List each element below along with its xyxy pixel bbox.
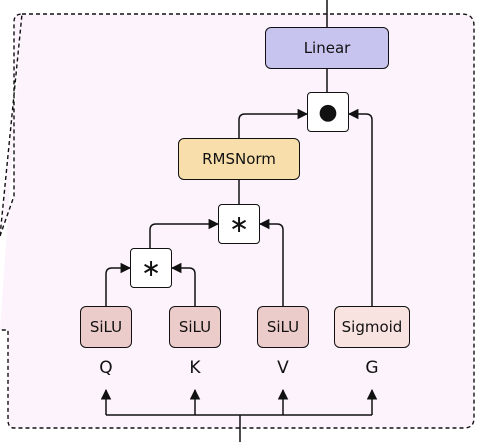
silu-k-node: SiLU (169, 306, 221, 348)
multiply-v-op: ∗ (218, 204, 260, 244)
wire-v-to-mulv (258, 218, 284, 306)
linear-node: Linear (265, 27, 389, 69)
wire-q-to-mul (105, 262, 132, 306)
silu-v-node: SiLU (257, 306, 309, 348)
input-q-label: Q (99, 358, 113, 378)
multiply-qk-op: ∗ (130, 248, 172, 288)
input-k-label: K (189, 358, 201, 378)
sigmoid-node: Sigmoid (334, 306, 410, 348)
input-g-label: G (365, 358, 379, 378)
rmsnorm-node: RMSNorm (178, 138, 300, 180)
gate-multiply-op: ● (307, 92, 349, 132)
input-v-label: V (277, 358, 289, 378)
wire-sigmoid-to-gate (347, 108, 373, 306)
silu-q-node: SiLU (80, 306, 132, 348)
wire-mulqk-to-mulv (149, 218, 220, 248)
wire-k-to-mul (170, 262, 196, 306)
wire-rmsnorm-to-gate (238, 108, 309, 138)
